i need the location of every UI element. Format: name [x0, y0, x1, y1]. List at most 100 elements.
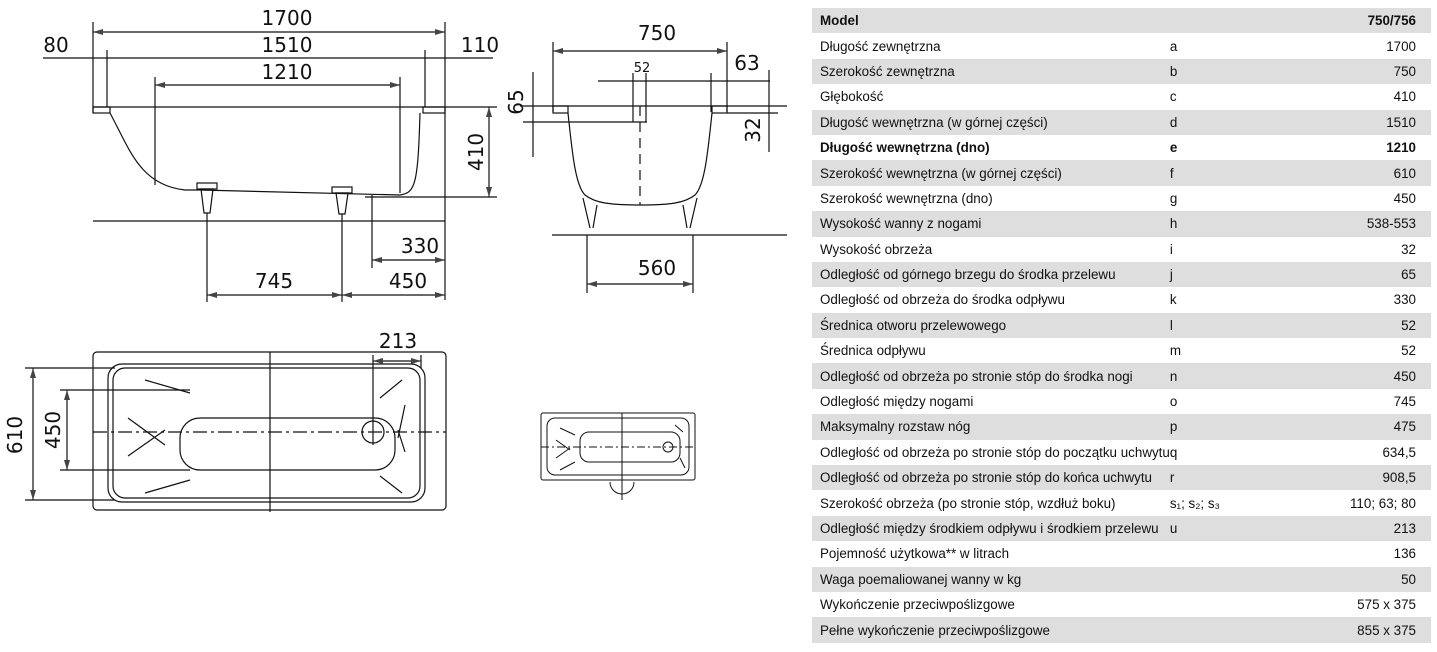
row-key: s₁; s₂; s₃ [1169, 495, 1220, 511]
row-label: Wykończenie przeciwpoślizgowe [820, 597, 1015, 613]
table-row: Odległość od obrzeża po stronie stóp do … [812, 465, 1431, 491]
row-value: 450 [1393, 190, 1416, 206]
side-view-drawing: 1700 1510 1210 80 110 410 330 745 450 [43, 6, 499, 302]
row-value: 575 x 375 [1357, 597, 1416, 613]
leg-icon [196, 182, 218, 221]
row-value: 32 [1401, 241, 1416, 257]
row-value: 330 [1393, 292, 1416, 308]
row-label: Pojemność użytkowa** w litrach [820, 546, 1010, 562]
row-key: h [1169, 211, 1275, 237]
row-value: 538-553 [1274, 211, 1431, 237]
table-row: Wykończenie przeciwpoślizgowe 575 x 375 [812, 592, 1431, 617]
dim-rim-right: 110 [461, 33, 499, 57]
row-key: p [1169, 414, 1275, 440]
row-key: m [1169, 343, 1182, 359]
dim-inner-bottom-length: 1210 [262, 60, 313, 84]
row-label: Waga poemaliowanej wanny w kg [812, 566, 1170, 592]
dim-drain-offset: 330 [401, 234, 439, 258]
row-label: Długość wewnętrzna (w górnej części) [812, 109, 1170, 135]
row-label: Odległość od obrzeża po stronie stóp do … [812, 465, 1170, 491]
row-label: Odległość między środkiem odpływu i środ… [812, 515, 1170, 542]
row-label: Głębokość [820, 89, 884, 105]
row-value: 110; 63; 80 [1349, 495, 1416, 511]
dim-leg-offset: 450 [389, 269, 427, 293]
row-key [1170, 592, 1274, 617]
row-value: 136 [1393, 546, 1416, 562]
row-label: Maksymalny rozstaw nóg [812, 414, 1170, 440]
row-label: Średnica odpływu [820, 343, 926, 359]
row-key: b [1169, 58, 1275, 85]
row-key: f [1169, 160, 1275, 186]
row-value: 410 [1393, 89, 1416, 105]
row-label: Pełne wykończenie przeciwpoślizgowe [812, 617, 1170, 643]
table-row: Odległość od obrzeża po stronie stóp do … [812, 363, 1431, 389]
technical-drawings: 1700 1510 1210 80 110 410 330 745 450 75… [3, 6, 787, 512]
dim-drain-to-overflow: 213 [379, 329, 417, 353]
top-view-drawing: 213 610 450 [3, 329, 447, 512]
row-value: 65 [1274, 261, 1431, 288]
row-value: 475 [1274, 414, 1431, 440]
row-key [1170, 541, 1274, 566]
row-key [1169, 617, 1275, 643]
row-label: Odległość od obrzeża po stronie stóp do … [820, 444, 1170, 460]
row-key [1169, 566, 1275, 592]
row-key: i [1169, 241, 1173, 257]
row-key: d [1169, 109, 1275, 135]
dim-depth: 410 [464, 133, 488, 171]
row-key: n [1169, 363, 1275, 389]
row-key: r [1169, 465, 1275, 491]
small-top-view-drawing [540, 412, 696, 500]
dim-inner-top-width: 610 [3, 416, 27, 454]
row-key: a [1169, 38, 1178, 54]
row-value: 213 [1274, 515, 1431, 542]
row-label: Odległość między nogami [820, 394, 974, 410]
row-key: q [1169, 444, 1178, 460]
model-label: Model [812, 8, 1170, 34]
dim-inner-top-length: 1510 [262, 33, 313, 57]
dim-rim-width: 63 [734, 51, 759, 75]
row-label: Szerokość zewnętrzna [812, 58, 1170, 85]
table-row: Odległość między środkiem odpływu i środ… [812, 515, 1431, 542]
dim-width: 750 [638, 21, 676, 45]
row-label: Wysokość obrzeża [820, 241, 933, 257]
table-header-row: Model 750/756 [812, 8, 1431, 34]
dim-rim-height: 32 [741, 117, 765, 142]
row-label: Szerokość wewnętrzna (dno) [820, 190, 993, 206]
dim-rim-left: 80 [43, 33, 68, 57]
table-row: Szerokość obrzeża (po stronie stóp, wzdł… [812, 490, 1431, 515]
dim-leg-spacing: 745 [255, 269, 293, 293]
row-value: 855 x 375 [1274, 617, 1431, 643]
row-value: 1510 [1274, 109, 1431, 135]
row-label: Odległość od obrzeża do środka odpływu [820, 292, 1065, 308]
row-key: j [1169, 261, 1275, 288]
model-value: 750/756 [1274, 8, 1431, 34]
front-view-drawing: 750 52 63 65 32 560 [504, 21, 787, 293]
row-value: 610 [1274, 160, 1431, 186]
row-label: Odległość od obrzeża po stronie stóp do … [812, 363, 1170, 389]
table-row: Waga poemaliowanej wanny w kg 50 [812, 566, 1431, 592]
row-value: 50 [1274, 566, 1431, 592]
row-label: Szerokość obrzeża (po stronie stóp, wzdł… [820, 495, 1116, 511]
row-label: Szerokość wewnętrzna (w górnej części) [812, 160, 1170, 186]
row-label: Odległość od górnego brzegu do środka pr… [812, 261, 1170, 288]
table-row: Odległość od obrzeża po stronie stóp do … [812, 440, 1431, 465]
row-value: 634,5 [1382, 444, 1416, 460]
dim-leg-spread: 560 [638, 256, 676, 280]
table-row: Pełne wykończenie przeciwpoślizgowe 855 x… [812, 617, 1431, 643]
row-key: u [1169, 515, 1275, 542]
table-row: Pojemność użytkowa** w litrach 136 [812, 541, 1431, 566]
row-key: o [1169, 394, 1178, 410]
row-value: 1700 [1386, 38, 1416, 54]
